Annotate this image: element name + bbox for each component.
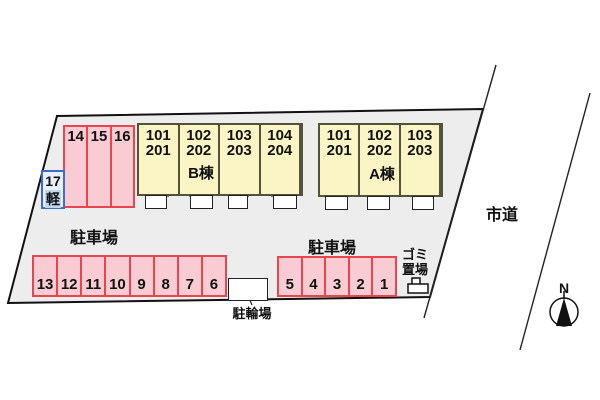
entrance-porch — [325, 196, 348, 210]
unit-number-second-floor: 203 — [226, 142, 252, 159]
garbage-label-line2: 置場 — [401, 262, 428, 277]
parking-stall: 10 — [106, 257, 131, 295]
unit-number-first-floor: 103 — [407, 127, 433, 144]
parking-label-left: 駐車場 — [70, 230, 119, 247]
building-b: 101 201 102 202 103 203 104 204 B棟 — [137, 123, 303, 196]
stall-number: 5 — [285, 276, 294, 293]
unit-cell: 101 201 — [139, 125, 180, 194]
compass-icon — [549, 291, 579, 327]
parking-stall: 14 — [65, 127, 89, 206]
unit-number-second-floor: 201 — [145, 142, 171, 159]
parking-label-right: 駐車場 — [308, 240, 357, 257]
bicycle-parking-label: 駐輪場 — [232, 306, 272, 321]
parking-stall: 8 — [155, 257, 179, 295]
stall-number: 8 — [161, 276, 170, 293]
parking-stall: 9 — [131, 257, 155, 295]
entrance-porch — [228, 195, 248, 209]
parking-row-lower-right: 5 4 3 2 1 — [277, 256, 397, 297]
kei-parking-stall: 17 軽 — [41, 170, 65, 209]
unit-number-first-floor: 102 — [186, 127, 212, 144]
unit-number-second-floor: 202 — [186, 142, 212, 159]
parking-stall: 3 — [326, 258, 350, 295]
stall-number: 13 — [36, 276, 54, 293]
unit-number-first-floor: 103 — [226, 127, 252, 144]
garbage-bin-icon — [407, 277, 429, 294]
parking-stall: 2 — [350, 258, 374, 295]
parking-row-upper: 14 15 16 — [63, 125, 135, 208]
road-right-edge-line — [519, 92, 591, 351]
unit-cell: 103 203 — [220, 125, 261, 194]
compass-circle — [549, 297, 579, 327]
building-a: 101 201 102 202 103 203 A棟 — [318, 123, 443, 197]
road-left-edge-line — [423, 64, 497, 319]
stall-number: 11 — [85, 276, 102, 293]
entrance-porch — [273, 195, 297, 209]
unit-number-second-floor: 204 — [267, 142, 293, 159]
unit-number-first-floor: 102 — [366, 127, 392, 144]
parking-stall: 12 — [58, 257, 83, 295]
building-name-label: A棟 — [369, 166, 395, 183]
unit-cell: 103 203 — [401, 125, 441, 195]
stall-number: 1 — [380, 276, 389, 293]
kei-stall-number: 17 — [45, 173, 61, 189]
parking-stall: 13 — [34, 257, 59, 295]
stall-number: 16 — [113, 128, 131, 145]
stall-number: 6 — [209, 276, 219, 293]
unit-number-second-floor: 201 — [326, 142, 352, 159]
bicycle-parking-box — [228, 278, 268, 301]
parking-stall: 11 — [82, 257, 107, 295]
garbage-area-label: ゴミ 置場 — [396, 247, 434, 277]
building-name-label: B棟 — [188, 165, 214, 182]
stall-number: 15 — [90, 128, 108, 145]
entrance-porch — [190, 195, 213, 209]
stall-number: 10 — [109, 276, 126, 293]
parking-row-lower-left: 13 12 11 10 9 8 7 6 — [32, 255, 227, 297]
unit-number-second-floor: 202 — [366, 142, 392, 159]
kei-tag: 軽 — [45, 190, 61, 208]
parking-stall: 5 — [279, 258, 303, 295]
unit-number-second-floor: 203 — [407, 142, 433, 159]
road-label: 市道 — [486, 207, 519, 224]
stall-number: 9 — [137, 276, 146, 293]
stall-number: 7 — [185, 276, 194, 293]
stall-number: 4 — [309, 276, 318, 293]
unit-cell: 102 202 — [180, 125, 220, 194]
entrance-porch — [145, 195, 167, 209]
parking-stall: 16 — [112, 127, 133, 206]
unit-cell: 102 202 — [360, 125, 401, 195]
entrance-porch — [412, 196, 434, 210]
stall-number: 3 — [332, 276, 342, 293]
north-label: N — [558, 280, 570, 296]
unit-number-first-floor: 104 — [267, 127, 293, 144]
parking-stall: 1 — [373, 258, 395, 295]
parking-stall: 15 — [88, 127, 112, 206]
unit-number-first-floor: 101 — [145, 127, 171, 144]
entrance-porch — [367, 196, 390, 210]
unit-number-first-floor: 101 — [326, 127, 352, 144]
parking-stall: 6 — [203, 257, 225, 295]
parking-stall: 4 — [303, 258, 327, 295]
unit-cell: 101 201 — [320, 125, 361, 195]
parking-stall: 7 — [179, 257, 203, 295]
compass-needle — [556, 298, 572, 326]
garbage-label-line1: ゴミ — [401, 247, 428, 262]
stall-number: 14 — [67, 128, 84, 145]
stall-number: 2 — [356, 276, 365, 293]
stall-number: 12 — [60, 276, 78, 293]
unit-cell: 104 204 — [261, 125, 301, 194]
